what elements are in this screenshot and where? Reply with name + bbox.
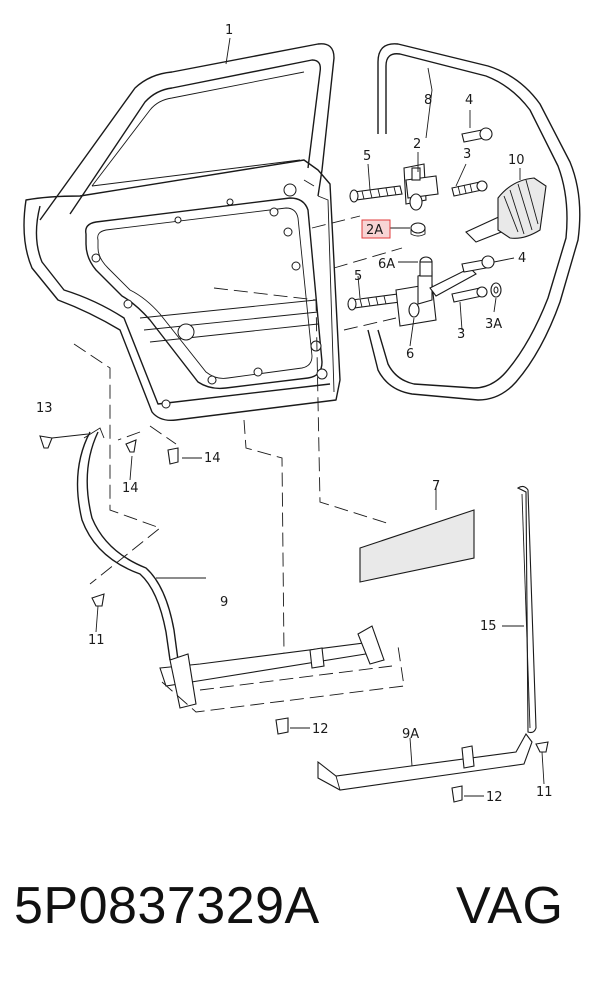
lower-hinge-assembly <box>347 255 502 327</box>
callout-6: 6 <box>406 347 414 362</box>
callout-7: 7 <box>432 479 440 494</box>
part-number: 5P0837329A <box>14 877 320 935</box>
door-shell <box>23 43 341 422</box>
callout-9A: 9A <box>402 727 419 742</box>
callout-12-left: 12 <box>312 722 329 737</box>
callout-13: 13 <box>36 401 53 416</box>
fastener-clips <box>39 435 549 803</box>
brand-name: VAG <box>456 877 564 935</box>
callout-14-left: 14 <box>122 481 139 496</box>
door-check-strap <box>465 177 547 243</box>
vertical-weatherstrip <box>516 485 537 734</box>
callout-4-upper: 4 <box>465 93 473 108</box>
callout-11-right: 11 <box>536 785 553 800</box>
callout-2A: 2A <box>366 223 383 238</box>
callout-6A: 6A <box>378 257 395 272</box>
callout-8: 8 <box>424 93 432 108</box>
callout-10: 10 <box>508 153 525 168</box>
upper-hinge-assembly <box>349 127 493 237</box>
callout-2: 2 <box>413 137 421 152</box>
sill-strip-9a <box>317 732 533 791</box>
callout-3-lower: 3 <box>457 327 465 342</box>
callout-4-lower: 4 <box>518 251 526 266</box>
lower-door-seal <box>76 427 405 713</box>
callout-3-upper: 3 <box>463 147 471 162</box>
callout-leaders <box>51 37 545 797</box>
callout-12-right: 12 <box>486 790 503 805</box>
callout-5-lower: 5 <box>354 269 362 284</box>
callout-3A: 3A <box>485 317 502 332</box>
insulation-pad <box>359 509 475 583</box>
callout-labels: 1 8 4 2 3 5 10 2A 6A 4 5 3A 3 6 7 13 14 … <box>36 23 553 805</box>
window-seal <box>367 43 581 401</box>
callout-11-left: 11 <box>88 633 105 648</box>
assembly-leader-lines <box>73 215 403 655</box>
callout-14-right: 14 <box>204 451 221 466</box>
callout-1: 1 <box>225 23 233 38</box>
callout-9: 9 <box>220 595 228 610</box>
callout-5-upper: 5 <box>363 149 371 164</box>
callout-2A-highlight <box>361 219 391 239</box>
callout-15: 15 <box>480 619 497 634</box>
